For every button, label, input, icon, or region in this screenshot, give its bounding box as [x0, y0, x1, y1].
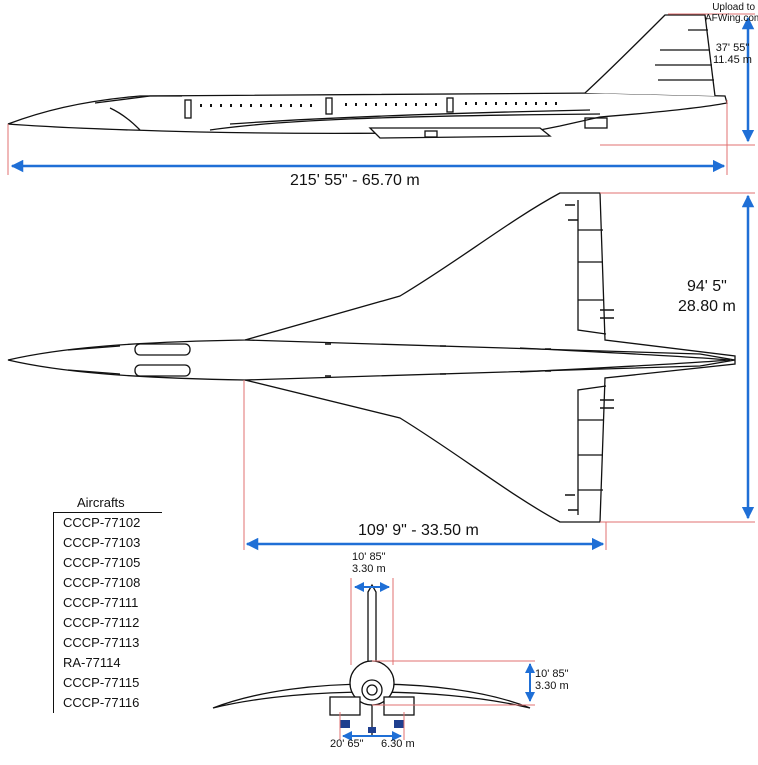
- aircraft-item: CCCP-77103: [63, 535, 141, 550]
- top-length-label: 94' 5" 28.80 m: [678, 277, 736, 317]
- aircraft-item: RA-77114: [63, 655, 121, 670]
- side-view-aircraft: [7, 14, 728, 139]
- front-height-label: 10' 85" 3.30 m: [535, 668, 569, 692]
- fin-width-metric: 3.30 m: [352, 563, 386, 575]
- fin-width-imperial: 10' 85": [352, 551, 386, 563]
- front-view-guides: [339, 578, 535, 740]
- span-label: 109' 9" - 33.50 m: [358, 522, 479, 539]
- track-metric-label: 6.30 m: [381, 738, 415, 750]
- aircraft-item: CCCP-77116: [63, 695, 140, 710]
- aircraft-item: CCCP-77102: [63, 515, 141, 530]
- track-imperial-label: 20' 65": [330, 738, 364, 750]
- credit-line1: Upload to: [712, 2, 756, 13]
- aircraft-list: Aircrafts CCCP-77102 CCCP-77103 CCCP-771…: [50, 494, 162, 713]
- credit-line2: AFWing.com: [705, 13, 758, 24]
- side-view-windows: [200, 102, 557, 107]
- side-height-metric: 11.45 m: [713, 54, 752, 66]
- top-view-aircraft: [7, 192, 736, 523]
- aircraft-item: CCCP-77108: [63, 575, 141, 590]
- fin-width-label: 10' 85" 3.30 m: [352, 551, 386, 575]
- front-view-wheels: [340, 720, 404, 733]
- front-height-imperial: 10' 85": [535, 668, 569, 680]
- aircraft-list-body: CCCP-77102 CCCP-77103 CCCP-77105 CCCP-77…: [53, 512, 162, 713]
- aircraft-item: CCCP-77112: [63, 615, 140, 630]
- aircraft-item: CCCP-77115: [63, 675, 140, 690]
- aircraft-item: CCCP-77105: [63, 555, 141, 570]
- side-length-label: 215' 55" - 65.70 m: [290, 172, 420, 189]
- side-view-guides: [7, 13, 755, 175]
- side-height-label: 37' 55" 11.45 m: [713, 42, 752, 66]
- front-view-aircraft: [212, 583, 531, 735]
- aircraft-list-header: Aircrafts: [77, 495, 125, 510]
- top-view-guides: [243, 192, 755, 550]
- credit-label: Upload to AFWing.com: [705, 2, 758, 24]
- aircraft-item: CCCP-77113: [63, 635, 140, 650]
- aircraft-item: CCCP-77111: [63, 595, 139, 610]
- front-height-metric: 3.30 m: [535, 680, 569, 692]
- top-length-metric: 28.80 m: [678, 298, 736, 315]
- top-view-details: [325, 204, 614, 511]
- side-height-imperial: 37' 55": [715, 42, 750, 54]
- top-length-imperial: 94' 5": [686, 278, 727, 295]
